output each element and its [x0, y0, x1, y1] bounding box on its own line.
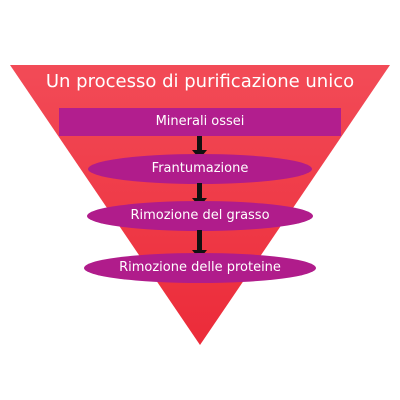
- diagram-title: Un processo di purificazione unico: [45, 71, 355, 92]
- step-label-rimozione-grasso: Rimozione del grasso: [130, 208, 270, 223]
- step-ellipse-rimozione-proteine: [84, 253, 316, 283]
- step-label-minerali-ossei: Minerali ossei: [155, 114, 245, 129]
- step-label-frantumazione: Frantumazione: [151, 161, 249, 176]
- step-box-minerali-ossei: [59, 108, 341, 136]
- step-label-rimozione-proteine: Rimozione delle proteine: [119, 260, 281, 275]
- step-ellipse-frantumazione: [88, 154, 312, 184]
- step-ellipse-rimozione-grasso: [87, 201, 313, 231]
